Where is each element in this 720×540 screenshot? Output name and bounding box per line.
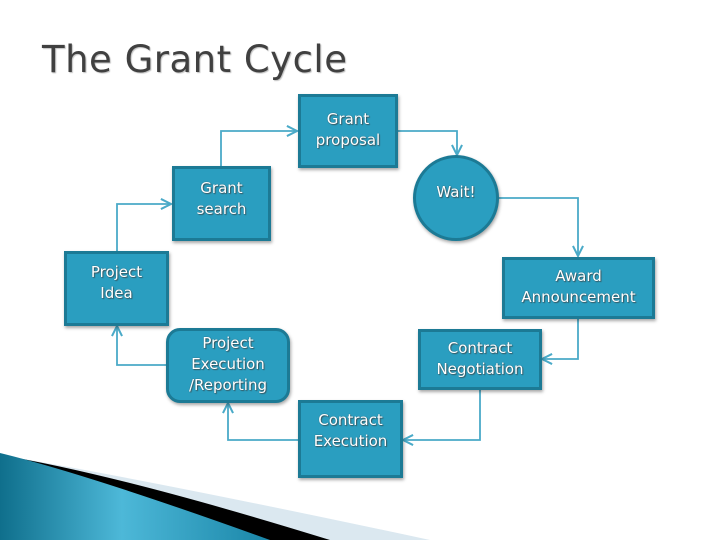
node-project-execution-reporting: Project Execution /Reporting — [166, 328, 290, 403]
node-contract-negotiation: Contract Negotiation — [418, 329, 542, 390]
node-project-idea: Project Idea — [64, 251, 169, 326]
node-label: Grant proposal — [315, 110, 381, 149]
node-label: Grant search — [196, 178, 247, 218]
node-wait: Wait! — [413, 155, 499, 241]
node-label: Award Announcement — [521, 267, 636, 306]
node-grant-proposal: Grant proposal — [298, 94, 398, 168]
node-label: Project Execution /Reporting — [189, 334, 267, 394]
slide-title: The Grant Cycle — [42, 38, 348, 81]
node-award-announcement: Award Announcement — [502, 257, 655, 319]
node-label: Contract Execution — [313, 411, 388, 450]
connector-idea-to-grant-search — [116, 204, 171, 251]
connector-award-to-negotiation — [542, 319, 579, 359]
connector-grant-search-to-grant-proposal — [220, 131, 297, 166]
node-grant-search: Grant search — [172, 166, 271, 241]
connector-negotiation-to-execution — [403, 390, 481, 440]
connector-grant-proposal-to-wait — [398, 130, 457, 155]
connector-wait-to-award — [498, 197, 578, 256]
node-label: Contract Negotiation — [436, 338, 524, 378]
node-label: Project Idea — [90, 262, 143, 302]
connector-project-execution-to-idea — [117, 326, 166, 366]
connector-execution-to-project-execution — [228, 403, 298, 441]
node-contract-execution: Contract Execution — [298, 400, 403, 478]
node-label: Wait! — [436, 182, 476, 201]
